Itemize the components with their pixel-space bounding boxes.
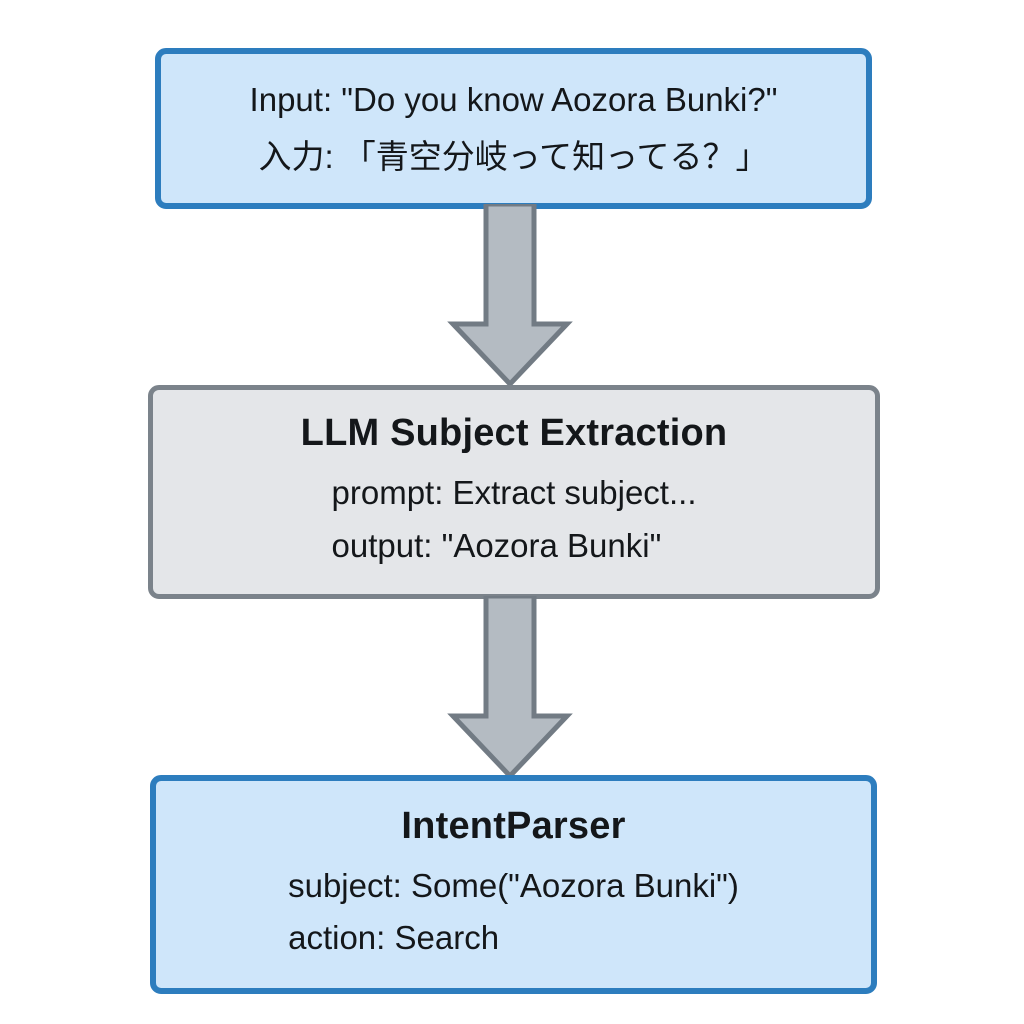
llm-subject-extraction-node: LLM Subject Extraction prompt: Extract s… bbox=[148, 385, 880, 599]
llm-output-line: output: "Aozora Bunki" bbox=[331, 526, 662, 564]
intent-parser-node-title: IntentParser bbox=[401, 804, 626, 847]
intent-subject-line: subject: Some("Aozora Bunki") bbox=[288, 866, 739, 904]
down-arrow-icon bbox=[447, 596, 573, 780]
input-line-japanese: 入力: 「青空分岐って知ってる？」 bbox=[258, 137, 769, 175]
intent-parser-node-body: subject: Some("Aozora Bunki") action: Se… bbox=[288, 860, 739, 964]
intent-parser-node: IntentParser subject: Some("Aozora Bunki… bbox=[150, 775, 877, 994]
llm-node-title: LLM Subject Extraction bbox=[300, 412, 728, 455]
input-node: Input: "Do you know Aozora Bunki?" 入力: 「… bbox=[155, 48, 872, 209]
down-arrow-icon bbox=[447, 204, 573, 388]
input-line-english: Input: "Do you know Aozora Bunki?" bbox=[249, 80, 778, 118]
intent-action-line: action: Search bbox=[288, 919, 500, 956]
llm-node-body: prompt: Extract subject... output: "Aozo… bbox=[332, 467, 697, 571]
llm-prompt-line: prompt: Extract subject... bbox=[331, 474, 697, 512]
